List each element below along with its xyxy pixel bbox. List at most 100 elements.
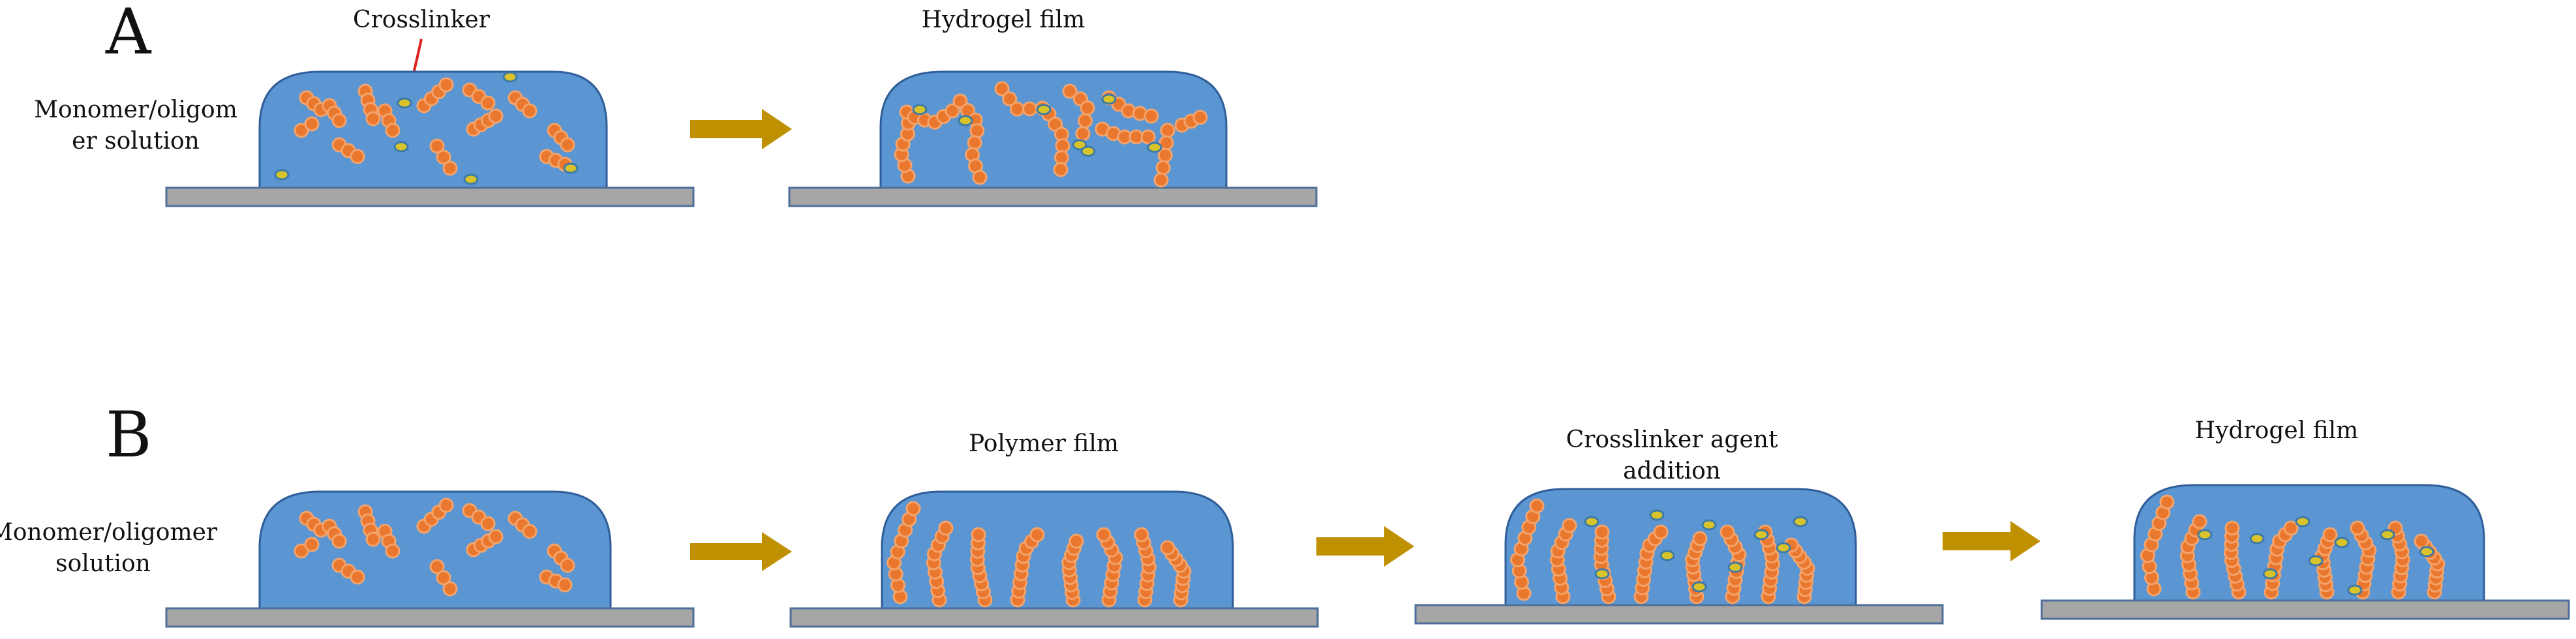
process-arrow-b2 [1316,526,1414,567]
monomer-bead [967,135,982,151]
monomer-bead [2414,533,2429,549]
panel-b-hydrogel-label: Hydrogel film [2195,417,2359,444]
crosslinker-bead [1753,529,1769,541]
monomer-bead [350,149,365,164]
panel-b-polymer-label: Polymer film [969,430,1119,457]
monomer-bead [304,537,320,552]
process-arrow-b1 [690,532,792,571]
polymer-chains [2140,494,2446,600]
crosslinker-bead [1147,141,1162,153]
crosslinker-bead [1036,104,1052,115]
scene-b4-hydrogel-film [2040,484,2570,620]
crosslinker-bead [1793,516,1808,528]
scene-a1-monomer-solution [165,70,695,207]
crosslinker-bead [1776,542,1791,554]
scene-b3-crosslinker-addition [1414,488,1944,625]
crosslinker-bead [2419,546,2434,557]
monomer-bead [560,557,575,573]
monomer-bead [1562,518,1577,533]
crosslinker-bead [393,141,409,153]
monomer-bead [480,516,496,531]
monomer-bead [294,543,309,559]
monomer-bead [442,581,458,597]
panel-b-crosslinker-label-line1: Crosslinker agent [1566,426,1778,453]
process-arrow [690,109,792,149]
monomer-bead [1068,533,1084,549]
monomer-bead [2159,494,2175,510]
substrate [165,186,695,207]
monomer-bead [945,103,960,119]
crosslinker-bead [1727,561,1743,573]
crosslinker-bead [2334,537,2350,548]
crosslinker-bead [563,162,579,174]
monomer-bead [1009,101,1025,117]
monomer-bead [442,160,458,176]
monomer-bead [1134,527,1149,542]
crosslinker-bead [1080,145,1096,157]
crosslinker-bead [2380,529,2395,541]
crosslinker-bead [912,104,928,115]
panel-b-monomer-label-line2: solution [55,550,151,577]
panel-b-letter: B [106,398,152,471]
crosslinker-bead [1649,509,1665,521]
panel-a-monomer-label-line2: er solution [72,128,200,155]
monomer-bead [385,543,401,559]
monomer-bead [1096,527,1112,542]
monomer-bead [1192,110,1208,125]
monomer-bead [557,577,573,593]
monomer-bead [1002,91,1018,107]
panel-a-hydrogel-label: Hydrogel film [922,7,1085,33]
process-arrow [1943,521,2040,561]
crosslinker-bead [1072,139,1087,151]
monomer-bead [429,559,445,574]
process-arrow-a [690,109,792,149]
monomer-bead [969,123,985,139]
substrate [2040,599,2570,620]
monomer-bead [438,498,454,513]
crosslinker-beads [1584,509,1808,593]
monomer-bead [429,138,445,154]
monomer-bead [1692,531,1708,546]
monomer-bead [1078,113,1093,128]
crosslinker-bead [2347,584,2363,596]
monomer-bead [1140,129,1156,145]
crosslinker-bead [1659,550,1675,561]
monomer-bead [952,93,968,109]
scene-b1-monomer-solution [165,490,695,628]
monomer-bead [331,113,347,128]
monomer-bead [436,570,451,586]
monomer-bead [2350,520,2365,536]
substrate [165,607,695,628]
monomer-bead [331,533,347,549]
crosslinker-bead [2262,568,2278,580]
crosslinker-beads [912,93,1162,157]
crosslinker-bead [463,173,479,185]
substrate [788,186,1318,207]
crosslinker-bead [1584,516,1599,528]
monomer-bead [438,77,454,93]
monomer-bead [1155,160,1171,175]
monomer-bead [1075,126,1091,141]
monomer-bead [2224,520,2240,536]
monomer-bead [436,149,451,165]
process-arrow [690,532,792,571]
monomer-bead [2322,527,2338,542]
monomer-bead [385,123,401,138]
process-arrow [1316,526,1414,567]
monomer-bead [522,103,538,119]
monomer-bead [1153,172,1169,188]
substrate [1414,604,1944,625]
monomer-bead [2192,514,2207,529]
crosslinker-bead [2249,533,2265,544]
monomer-bead [994,81,1010,97]
monomer-bead [1594,524,1610,540]
monomer-bead [972,170,988,185]
monomer-bead [488,108,504,124]
monomer-bead [1653,524,1669,540]
monomer-bead [365,111,381,126]
polymer-chains [886,501,1192,608]
monomer-bead [938,520,954,536]
monomer-bead [1144,108,1159,124]
monomer-bead [294,123,309,138]
